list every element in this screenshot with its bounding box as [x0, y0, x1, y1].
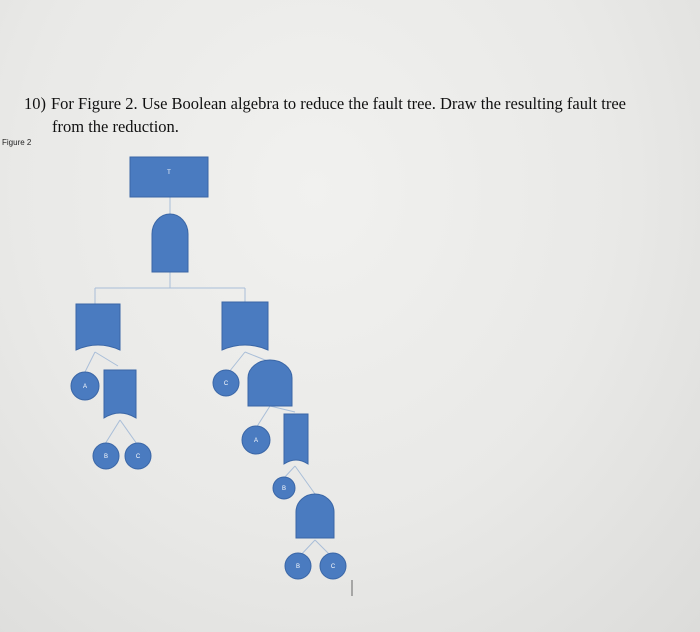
basic-event-c-right-label: C [224, 381, 229, 387]
basic-event-b-bottom [284, 552, 312, 580]
basic-event-c-bottom [319, 552, 347, 580]
gate-left-lower [103, 369, 137, 419]
top-event-box [129, 156, 209, 198]
question-text-line2: from the reduction. [52, 117, 179, 136]
gate-right [221, 301, 269, 351]
basic-event-a [70, 371, 100, 401]
basic-event-a-right-label: A [254, 438, 258, 444]
figure-label: Figure 2 [2, 138, 32, 147]
top-event-label: T [167, 170, 171, 176]
basic-event-c [124, 442, 152, 470]
question-number: 10) [24, 94, 46, 113]
basic-event-c-right [212, 369, 240, 397]
connector-lines [84, 197, 334, 559]
gate-right-2 [247, 359, 293, 407]
basic-event-c-bottom-label: C [331, 564, 336, 570]
question-text-line1: For Figure 2. Use Boolean algebra to red… [51, 94, 627, 113]
basic-event-a-right [241, 425, 271, 455]
basic-event-b-label: B [104, 454, 108, 460]
gate-left [75, 303, 121, 351]
basic-event-b-right-label: B [282, 486, 286, 492]
basic-event-b [92, 442, 120, 470]
gate-right-4 [295, 493, 335, 539]
basic-event-b-bottom-label: B [296, 564, 300, 570]
top-gate [151, 213, 189, 273]
basic-event-a-label: A [83, 384, 87, 390]
gate-right-3 [283, 413, 309, 465]
basic-event-c-label: C [136, 454, 141, 460]
basic-event-b-right [272, 476, 296, 500]
